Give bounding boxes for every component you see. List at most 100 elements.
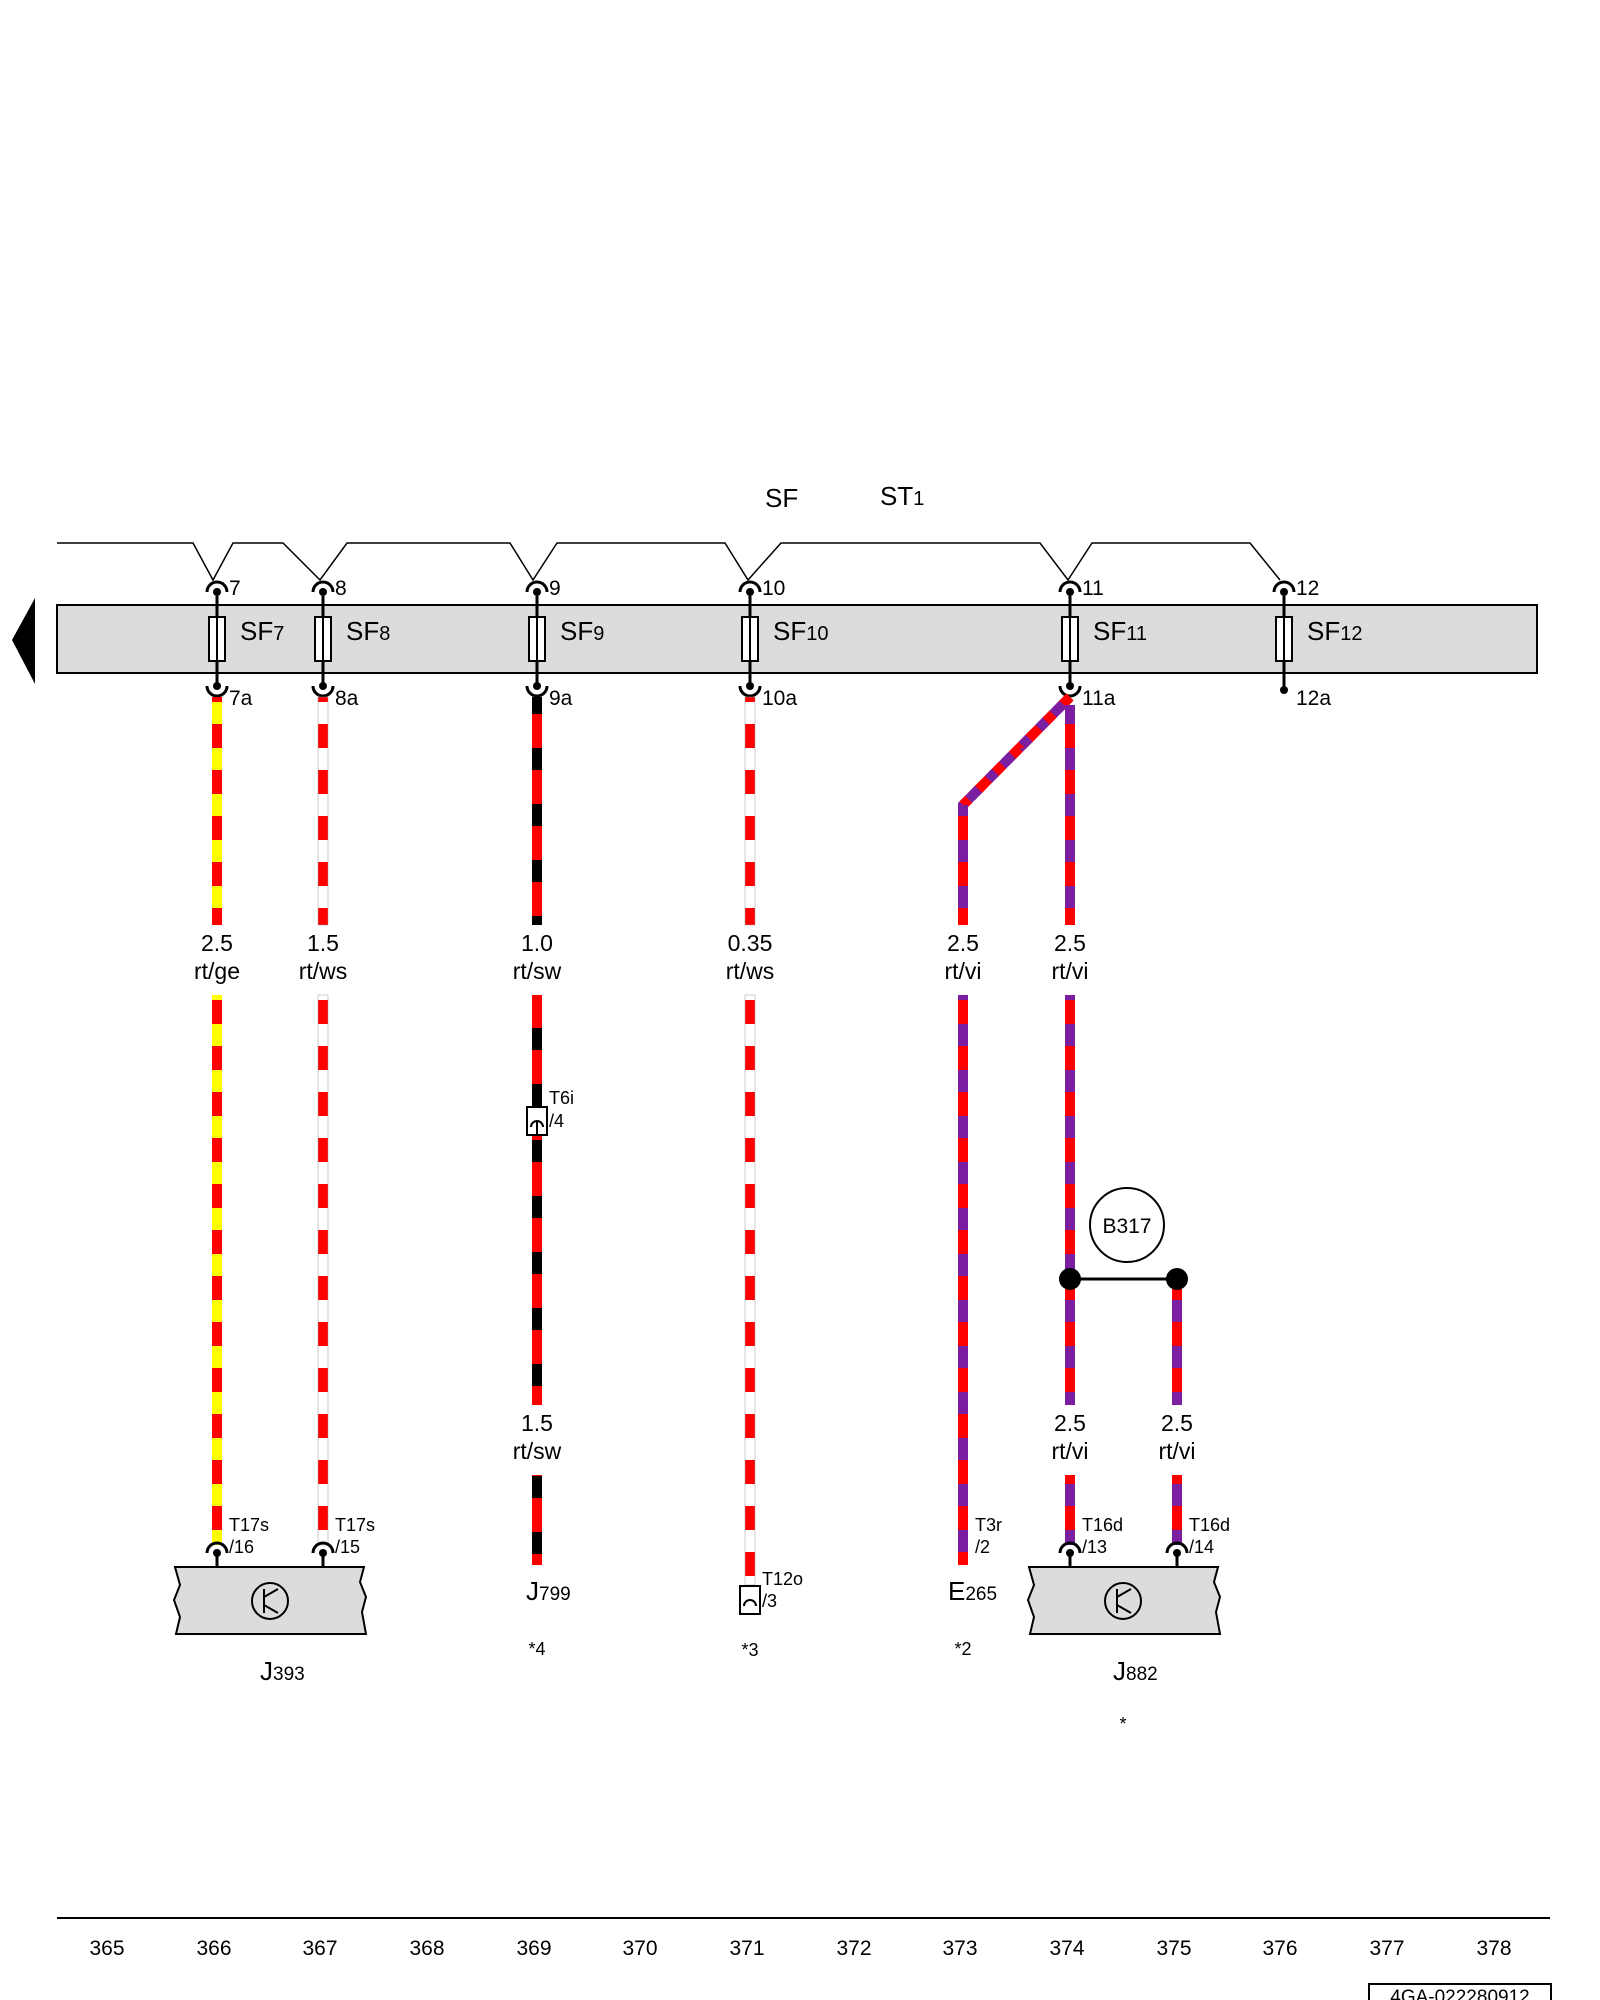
control-unit-j393[interactable]: J393 — [172, 1566, 368, 1686]
wire-color-code: rt/sw — [513, 958, 562, 984]
fuse-sf11[interactable]: 11 11a SF11 — [1058, 577, 1147, 710]
connector-t3r[interactable]: T3r /2 — [975, 1515, 1002, 1557]
wire-color-code: rt/ws — [299, 958, 348, 984]
fuse-top-pin: 8 — [335, 577, 347, 600]
grid-number: 371 — [729, 1937, 764, 1960]
wire-size: 1.5 — [521, 1410, 553, 1436]
fuse-top-pin: 9 — [549, 577, 561, 600]
wire-size: 2.5 — [1054, 1410, 1086, 1436]
fuse-sf12[interactable]: 12 12a SF12 — [1272, 577, 1362, 710]
wire-369-lower[interactable] — [532, 1475, 542, 1565]
component-label: J882 — [1113, 1656, 1158, 1686]
fuse-label: SF9 — [560, 616, 604, 646]
fuse-sf9[interactable]: 9 9a SF9 — [525, 577, 604, 710]
wire-369-middle[interactable] — [532, 995, 542, 1405]
connector-pin: /2 — [975, 1537, 990, 1557]
document-id: 4GA-022280912 — [1390, 1987, 1529, 2000]
wire-367-upper[interactable] — [317, 696, 329, 926]
fuse-bottom-pin: 8a — [335, 687, 359, 710]
component-note: *4 — [528, 1639, 545, 1659]
wire-size: 0.35 — [728, 930, 773, 956]
transistor-icon — [1104, 1582, 1142, 1620]
fuse-bottom-pin: 11a — [1082, 687, 1116, 710]
connector-pin: /14 — [1189, 1537, 1214, 1557]
component-e265[interactable]: E265 *2 — [948, 1576, 997, 1659]
fuse-top-pin: 12 — [1296, 577, 1319, 600]
grid-number: 376 — [1262, 1937, 1297, 1960]
grid-number: 378 — [1476, 1937, 1511, 1960]
control-unit-j882[interactable]: J882 * — [1026, 1566, 1222, 1734]
grid-number: 368 — [409, 1937, 444, 1960]
component-note: *2 — [954, 1639, 971, 1659]
component-label: E265 — [948, 1576, 997, 1606]
wire-color-code: rt/vi — [1158, 1438, 1195, 1464]
wire-color-code: rt/ws — [726, 958, 775, 984]
grid-number: 377 — [1369, 1937, 1404, 1960]
wire-373-lower[interactable] — [958, 995, 968, 1565]
wire-374-upper[interactable] — [1065, 705, 1075, 925]
wire-size: 2.5 — [1054, 930, 1086, 956]
fuse-bottom-pin: 7a — [229, 687, 253, 710]
grid-number: 375 — [1156, 1937, 1191, 1960]
component-label: J393 — [260, 1656, 305, 1686]
wire-373-vertical[interactable] — [958, 805, 968, 925]
connector-name: T6i — [549, 1088, 574, 1108]
connector-pin: /13 — [1082, 1537, 1107, 1557]
wire-371-upper[interactable] — [744, 696, 756, 926]
wire-366-lower[interactable] — [212, 995, 222, 1545]
connector-t16d-13[interactable]: T16d /13 — [1058, 1515, 1123, 1570]
wire-size: 2.5 — [947, 930, 979, 956]
splice-b317[interactable]: B317 — [1059, 1187, 1188, 1290]
wire-367-lower[interactable] — [317, 994, 329, 1546]
fuse-label: SF12 — [1307, 616, 1362, 646]
grid-number: 374 — [1049, 1937, 1084, 1960]
splice-label: B317 — [1102, 1215, 1151, 1238]
connector-t6i[interactable]: T6i /4 — [526, 1088, 574, 1136]
wire-373-upper[interactable] — [958, 693, 1074, 925]
wire-color-code: rt/vi — [1051, 1438, 1088, 1464]
fuse-top-pin: 7 — [229, 577, 241, 600]
wire-371-lower[interactable] — [744, 994, 756, 1586]
connector-name: T17s — [229, 1515, 269, 1535]
transistor-icon — [251, 1582, 289, 1620]
document-id-box: 4GA-022280912 — [1368, 1983, 1552, 2000]
header-label-st1: ST1 — [880, 481, 924, 511]
wire-375-lower[interactable] — [1172, 1475, 1182, 1545]
connector-t17s-15[interactable]: T17s /15 — [311, 1515, 375, 1570]
wire-374-lower[interactable] — [1065, 1475, 1075, 1545]
fuse-label: SF10 — [773, 616, 828, 646]
component-note: * — [1119, 1714, 1126, 1734]
fuse-sf7[interactable]: 7 7a SF7 — [205, 577, 284, 710]
component-note-t12o: *3 — [741, 1640, 758, 1660]
connector-name: T12o — [762, 1569, 803, 1589]
grid-number: 370 — [622, 1937, 657, 1960]
wire-374-middle[interactable] — [1065, 995, 1075, 1405]
grid-number: 367 — [302, 1937, 337, 1960]
header-label-sf: SF — [765, 483, 798, 513]
continuation-arrow-icon[interactable] — [12, 598, 35, 684]
component-label: J799 — [526, 1576, 571, 1606]
connector-name: T16d — [1189, 1515, 1230, 1535]
fuse-label: SF11 — [1093, 616, 1147, 646]
wire-369-upper[interactable] — [532, 697, 542, 925]
wire-366-upper[interactable] — [212, 697, 222, 925]
wire-size: 2.5 — [201, 930, 233, 956]
connector-pin: /16 — [229, 1537, 254, 1557]
connector-t17s-16[interactable]: T17s /16 — [205, 1515, 269, 1570]
grid-number: 366 — [196, 1937, 231, 1960]
connector-t12o[interactable]: T12o /3 — [739, 1569, 803, 1615]
connector-name: T16d — [1082, 1515, 1123, 1535]
fuse-bottom-pin: 9a — [549, 687, 573, 710]
fuse-sf8[interactable]: 8 8a SF8 — [311, 577, 390, 710]
fuse-bottom-pin: 10a — [762, 687, 797, 710]
component-j799[interactable]: J799 *4 — [526, 1576, 571, 1659]
connector-t16d-14[interactable]: T16d /14 — [1165, 1515, 1230, 1570]
fuse-label: SF7 — [240, 616, 284, 646]
wire-color-code: rt/sw — [513, 1438, 562, 1464]
grid-number: 365 — [89, 1937, 124, 1960]
wire-375-upper[interactable] — [1172, 1280, 1182, 1405]
fuse-bottom-pin: 12a — [1296, 687, 1331, 710]
connector-pin: /3 — [762, 1591, 777, 1611]
fuse-sf10[interactable]: 10 10a SF10 — [738, 577, 828, 710]
